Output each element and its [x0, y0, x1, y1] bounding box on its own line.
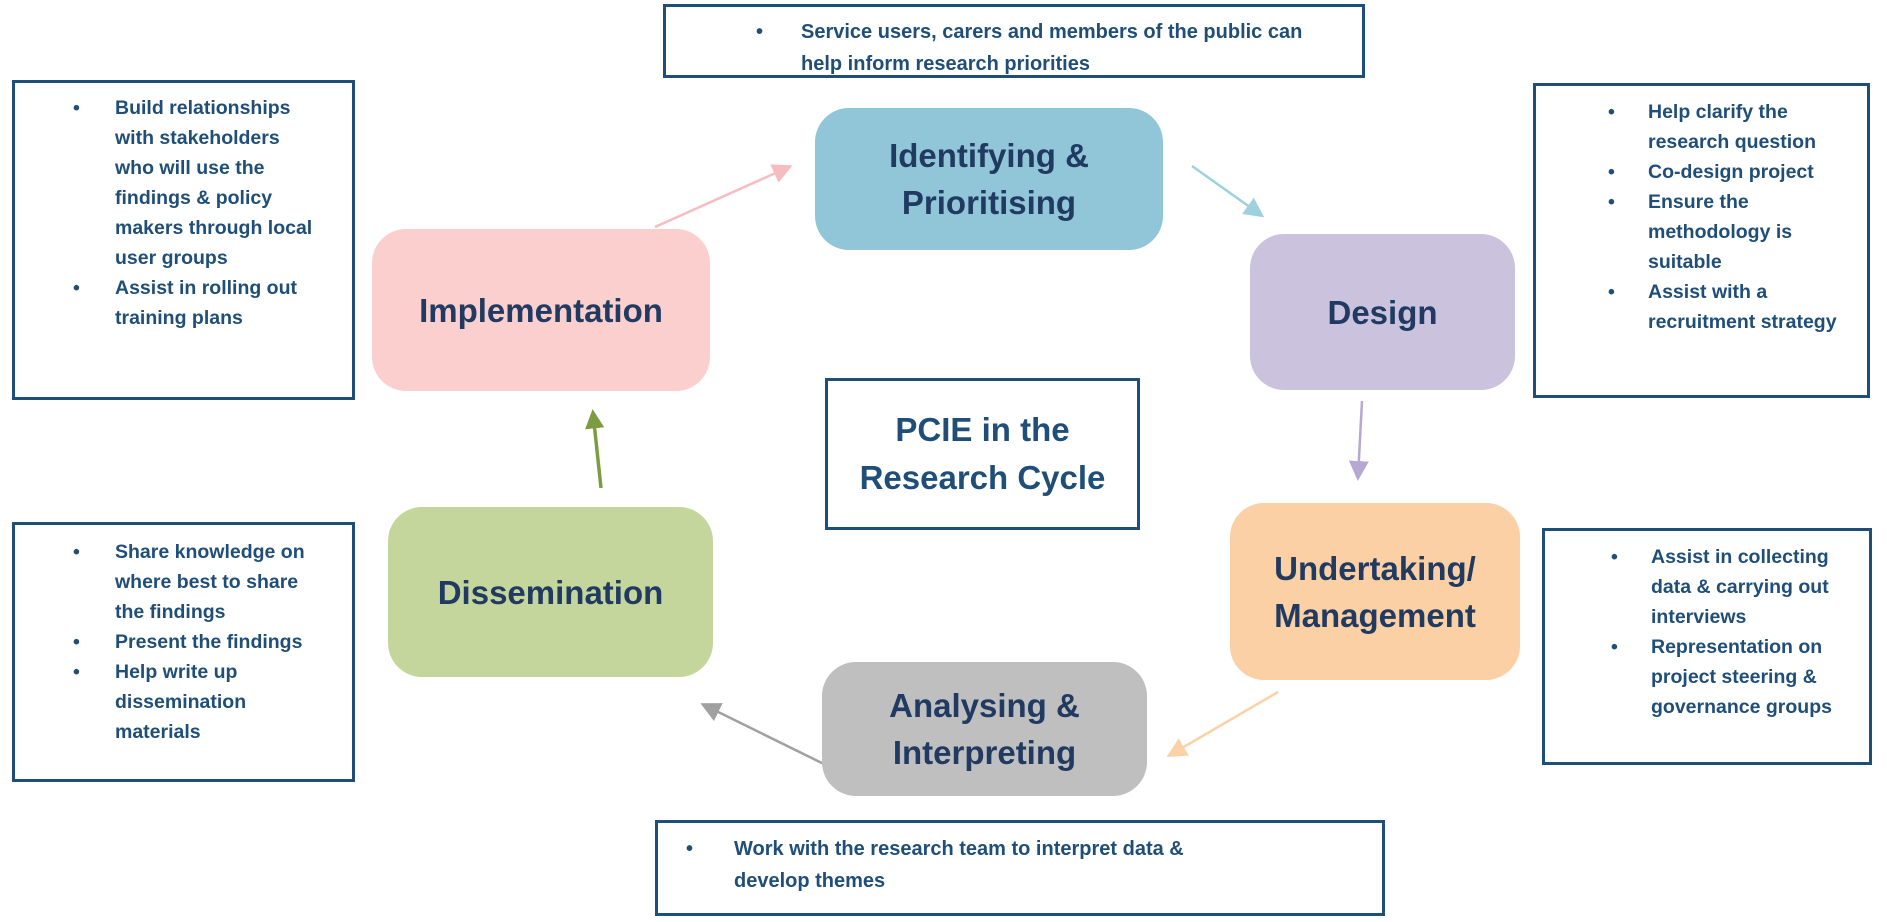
- stage-implementation: Implementation: [372, 229, 710, 391]
- callout-undertaking-management: • Assist in collecting data & carrying ou…: [1542, 528, 1872, 765]
- bullet-item: • Present the findings: [73, 627, 315, 657]
- stage-analysing-interpreting: Analysing & Interpreting: [822, 662, 1147, 796]
- bullet-text: Build relationships with stakeholders wh…: [115, 97, 313, 269]
- stage-label: Implementation: [419, 291, 663, 329]
- bullet-text: Help clarify the research question: [1648, 101, 1816, 153]
- bullet-text: Ensure the methodology is suitable: [1648, 191, 1793, 273]
- bullet-item: • Assist with a recruitment strategy: [1608, 277, 1853, 337]
- bullet-text: Work with the research team to interpret…: [734, 838, 1184, 892]
- bullet-text: Representation on project steering & gov…: [1651, 636, 1832, 718]
- bullet-item: • Share knowledge on where best to share …: [73, 537, 315, 627]
- bullet-text: Help write up dissemination materials: [115, 661, 247, 743]
- callout-design: • Help clarify the research question • Co-d…: [1533, 83, 1870, 398]
- bullet-item: • Work with the research team to interpre…: [686, 833, 1247, 897]
- stage-undertaking-management: Undertaking/ Management: [1230, 503, 1520, 680]
- bullet-text: Present the findings: [115, 631, 303, 653]
- bullet-icon: •: [1608, 191, 1615, 213]
- bullet-icon: •: [1608, 281, 1615, 303]
- arrow-analysing-to-dissemination: [700, 703, 833, 770]
- callout-identifying-prioritising: • Service users, carers and members of th…: [663, 4, 1365, 78]
- bullet-item: • Help clarify the research question: [1608, 97, 1853, 157]
- bullet-item: • Representation on project steering & go…: [1611, 632, 1851, 722]
- diagram-title-box: PCIE in the Research Cycle: [825, 378, 1140, 530]
- bullet-icon: •: [1611, 546, 1618, 568]
- bullet-text: Assist in collecting data & carrying out…: [1651, 546, 1829, 628]
- stage-design: Design: [1250, 234, 1515, 390]
- stage-label: Identifying & Prioritising: [889, 137, 1089, 221]
- bullet-item: • Co-design project: [1608, 157, 1853, 187]
- diagram-title: PCIE in the Research Cycle: [859, 411, 1106, 496]
- bullet-list: • Build relationships with stakeholders w…: [73, 93, 320, 333]
- bullet-icon: •: [73, 97, 80, 119]
- bullet-icon: •: [686, 838, 694, 860]
- bullet-text: Share knowledge on where best to share t…: [115, 541, 305, 623]
- callout-analysing-interpreting: • Work with the research team to interpre…: [655, 820, 1385, 916]
- stage-label: Design: [1327, 293, 1438, 331]
- stage-label: Dissemination: [437, 573, 664, 611]
- callout-implementation: • Build relationships with stakeholders w…: [12, 80, 355, 400]
- bullet-list: • Assist in collecting data & carrying ou…: [1611, 542, 1851, 722]
- bullet-icon: •: [1611, 636, 1618, 658]
- bullet-item: • Build relationships with stakeholders w…: [73, 93, 320, 273]
- bullet-icon: •: [73, 631, 80, 653]
- bullet-icon: •: [73, 277, 80, 299]
- stage-dissemination: Dissemination: [388, 507, 713, 677]
- stage-identifying-prioritising: Identifying & Prioritising: [815, 108, 1163, 250]
- bullet-icon: •: [1608, 161, 1615, 183]
- bullet-item: • Assist in collecting data & carrying ou…: [1611, 542, 1851, 632]
- bullet-icon: •: [73, 541, 80, 563]
- bullet-text: Assist in rolling out training plans: [115, 277, 298, 329]
- bullet-list: • Help clarify the research question • Co-d…: [1608, 97, 1853, 337]
- arrow-identifying-to-design: [1191, 164, 1265, 218]
- bullet-item: • Ensure the methodology is suitable: [1608, 187, 1853, 277]
- arrow-implementation-to-identifying: [654, 164, 793, 229]
- bullet-text: Co-design project: [1648, 161, 1814, 183]
- arrow-undertaking-to-analysing: [1166, 690, 1279, 758]
- bullet-item: • Assist in rolling out training plans: [73, 273, 320, 333]
- stage-label: Analysing & Interpreting: [889, 687, 1080, 771]
- bullet-list: • Work with the research team to interpre…: [686, 833, 1247, 897]
- bullet-icon: •: [1608, 101, 1615, 123]
- stage-label: Undertaking/ Management: [1274, 549, 1476, 634]
- bullet-list: • Service users, carers and members of th…: [756, 16, 1332, 80]
- arrow-design-to-undertaking: [1348, 400, 1369, 481]
- bullet-icon: •: [73, 661, 80, 683]
- bullet-icon: •: [756, 21, 764, 43]
- callout-dissemination: • Share knowledge on where best to share …: [12, 522, 355, 782]
- bullet-text: Assist with a recruitment strategy: [1648, 281, 1837, 333]
- bullet-item: • Help write up dissemination materials: [73, 657, 315, 747]
- arrow-dissemination-to-implementation: [585, 409, 605, 489]
- bullet-item: • Service users, carers and members of th…: [756, 16, 1332, 80]
- bullet-text: Service users, carers and members of the…: [801, 21, 1303, 75]
- bullet-list: • Share knowledge on where best to share …: [73, 537, 315, 747]
